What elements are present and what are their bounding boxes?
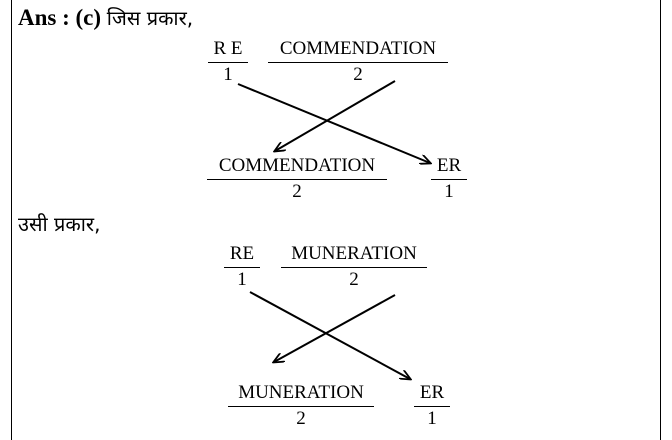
block1-top-right-text: COMMENDATION xyxy=(268,38,448,63)
block1-bottom-right-word: ER 1 xyxy=(431,155,467,204)
block1-top-left-text: R E xyxy=(208,38,248,63)
block2-bottom-left-num: 2 xyxy=(296,408,306,429)
block2-top-right-word: MUNERATION 2 xyxy=(281,243,427,292)
answer-label: Ans : (c) xyxy=(18,5,102,30)
block1-bottom-right-text: ER xyxy=(431,155,467,180)
intro-line-2: उसी प्रकार, xyxy=(18,210,100,237)
block2-bottom-left-text: MUNERATION xyxy=(228,382,374,407)
block2-top-right-text: MUNERATION xyxy=(281,243,427,268)
block1-top-left-num: 1 xyxy=(223,64,233,85)
intro-text-2: उसी प्रकार, xyxy=(18,212,101,236)
block2-top-right-num: 2 xyxy=(349,269,359,290)
block1-bottom-left-num: 2 xyxy=(292,181,302,202)
block2-bottom-right-word: ER 1 xyxy=(414,382,450,431)
block1-bottom-left-text: COMMENDATION xyxy=(207,155,387,180)
block1-bottom-left-word: COMMENDATION 2 xyxy=(207,155,387,204)
block2-top-left-num: 1 xyxy=(237,269,247,290)
block1-top-right-num: 2 xyxy=(353,64,363,85)
block2-top-left-word: RE 1 xyxy=(224,243,260,292)
block2-arrow-2-to-start xyxy=(274,294,396,362)
intro-text-1: जिस प्रकार, xyxy=(106,6,194,30)
block1-bottom-right-num: 1 xyxy=(444,181,454,202)
block1-top-right-word: COMMENDATION 2 xyxy=(268,38,448,87)
block2-bottom-right-num: 1 xyxy=(427,408,437,429)
answer-line: Ans : (c) जिस प्रकार, xyxy=(18,4,193,31)
block2-bottom-right-text: ER xyxy=(414,382,450,407)
block2-bottom-left-word: MUNERATION 2 xyxy=(228,382,374,431)
block1-arrow-2-to-start xyxy=(275,80,396,151)
block2-arrow-1-to-end xyxy=(249,291,410,379)
block2-top-left-text: RE xyxy=(224,243,260,268)
block1-top-left-word: R E 1 xyxy=(208,38,248,87)
block1-arrow-1-to-end xyxy=(237,83,430,163)
answer-box-frame xyxy=(11,0,661,440)
